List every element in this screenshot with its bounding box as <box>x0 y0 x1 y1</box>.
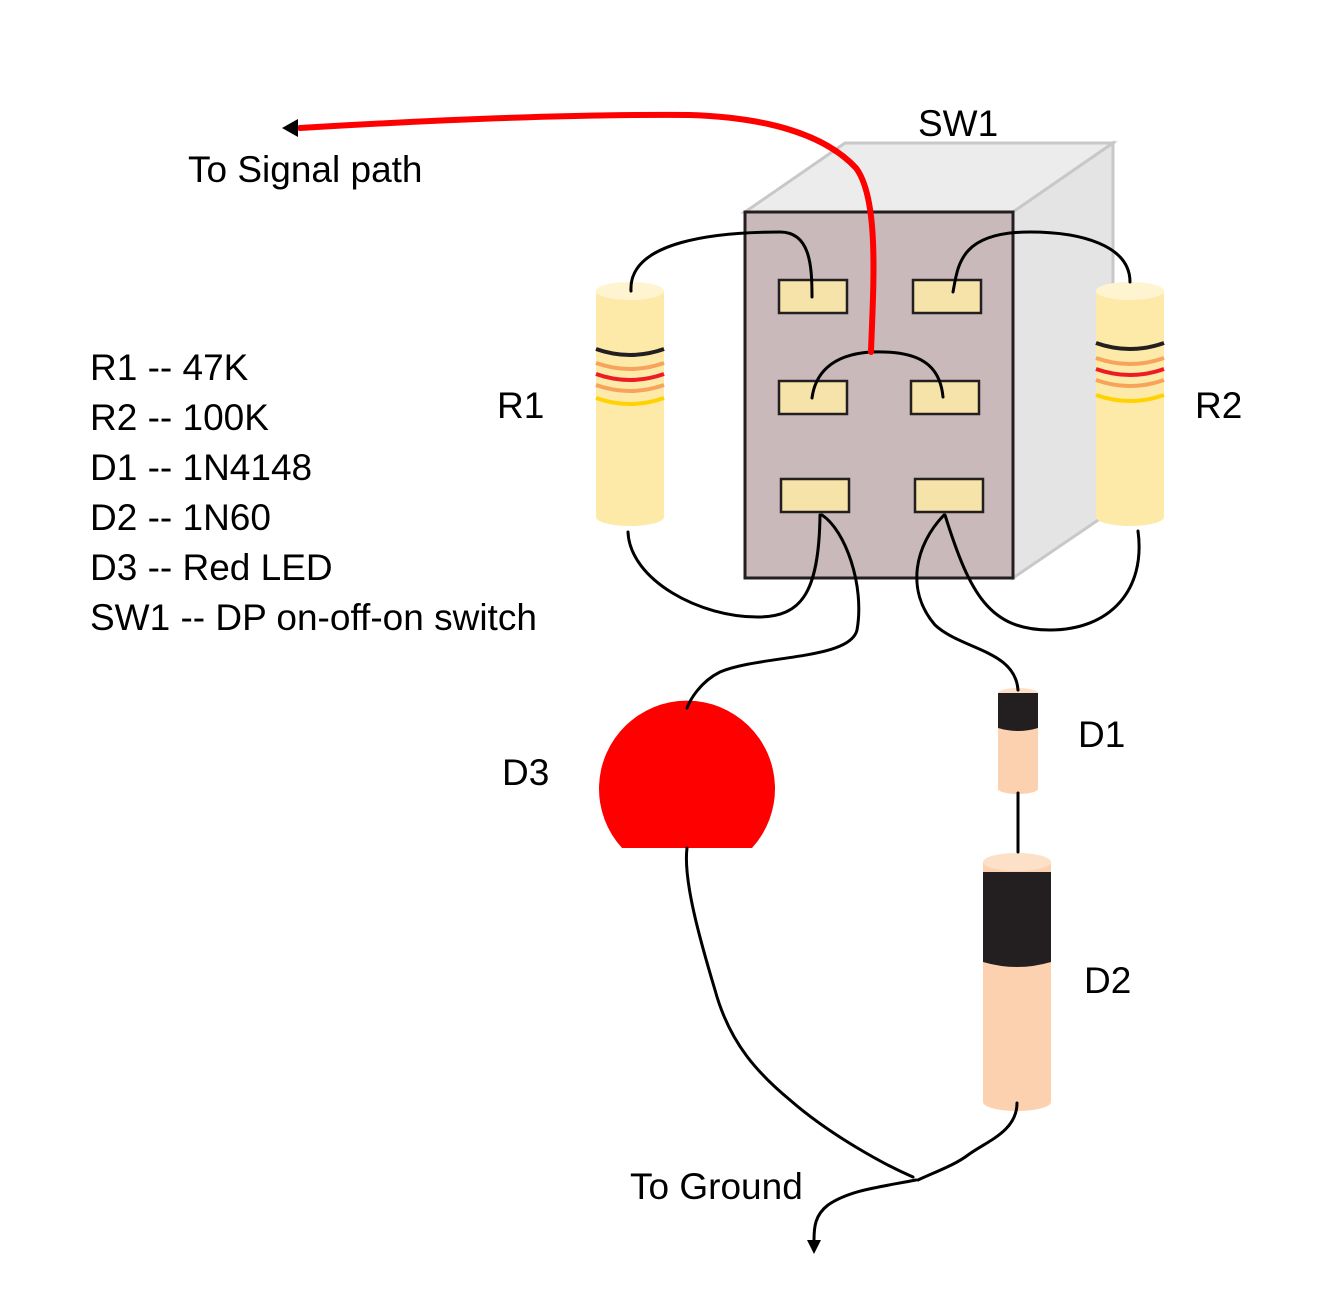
switch-lug-mid-right <box>909 379 981 416</box>
resistor-r2-band-orange-1 <box>1095 356 1165 366</box>
wire-d2-ground <box>916 1101 1019 1182</box>
resistor-r1-band-black <box>595 347 665 357</box>
r1-label: R1 <box>497 385 544 426</box>
diode-d1 <box>998 688 1038 794</box>
switch-sw1 <box>740 140 1118 581</box>
resistor-r1-band-orange-1 <box>595 361 665 371</box>
wire-switch-d1 <box>915 513 1020 692</box>
r2-label: R2 <box>1195 385 1242 426</box>
diode-d2-band <box>983 872 1051 962</box>
wire-r1-bottom <box>626 513 822 619</box>
switch-lug-bottom-left <box>779 477 851 514</box>
legend-item: D3 -- Red LED <box>90 547 333 588</box>
parts-legend: R1 -- 47K R2 -- 100K D1 -- 1N4148 D2 -- … <box>90 347 537 638</box>
signal-wire <box>297 111 877 355</box>
wire-led-ground <box>684 846 915 1179</box>
wire-switch-led <box>685 513 861 710</box>
switch-lug-bottom-right <box>913 477 985 514</box>
resistor-r2-band-black <box>1095 341 1165 351</box>
legend-item: D2 -- 1N60 <box>90 497 271 538</box>
switch-lug-top-right <box>911 278 983 315</box>
resistor-r2-band-orange-2 <box>1095 378 1165 388</box>
resistor-r2-band-yellow <box>1095 393 1165 403</box>
led-d3 <box>599 700 776 848</box>
resistor-r1-band-orange-2 <box>595 383 665 393</box>
resistor-r2-band-red <box>1095 367 1165 377</box>
resistor-r1-band-yellow <box>595 396 665 406</box>
ground-label: To Ground <box>630 1166 803 1207</box>
resistor-r1-band-red <box>595 372 665 382</box>
legend-item: R2 -- 100K <box>90 397 269 438</box>
ground-arrow-icon <box>807 1240 821 1254</box>
d2-label: D2 <box>1084 960 1131 1001</box>
diode-d2 <box>983 853 1051 1111</box>
wire-r1-top <box>629 230 814 299</box>
resistor-r2-cap <box>1096 282 1164 300</box>
sw1-label: SW1 <box>918 103 998 144</box>
wire-ground-lead <box>812 1178 918 1242</box>
signal-label: To Signal path <box>188 149 423 190</box>
wire-r2-top <box>951 230 1132 294</box>
signal-arrow-icon <box>282 119 298 137</box>
d1-label: D1 <box>1078 714 1125 755</box>
legend-item: SW1 -- DP on-off-on switch <box>90 597 537 638</box>
resistor-r1 <box>595 282 665 526</box>
diode-d1-band <box>998 693 1038 728</box>
wire-r2-bottom <box>943 513 1141 632</box>
wires <box>626 230 1141 1254</box>
legend-item: R1 -- 47K <box>90 347 249 388</box>
d3-label: D3 <box>502 752 549 793</box>
legend-item: D1 -- 1N4148 <box>90 447 312 488</box>
resistor-r2 <box>1095 282 1165 526</box>
